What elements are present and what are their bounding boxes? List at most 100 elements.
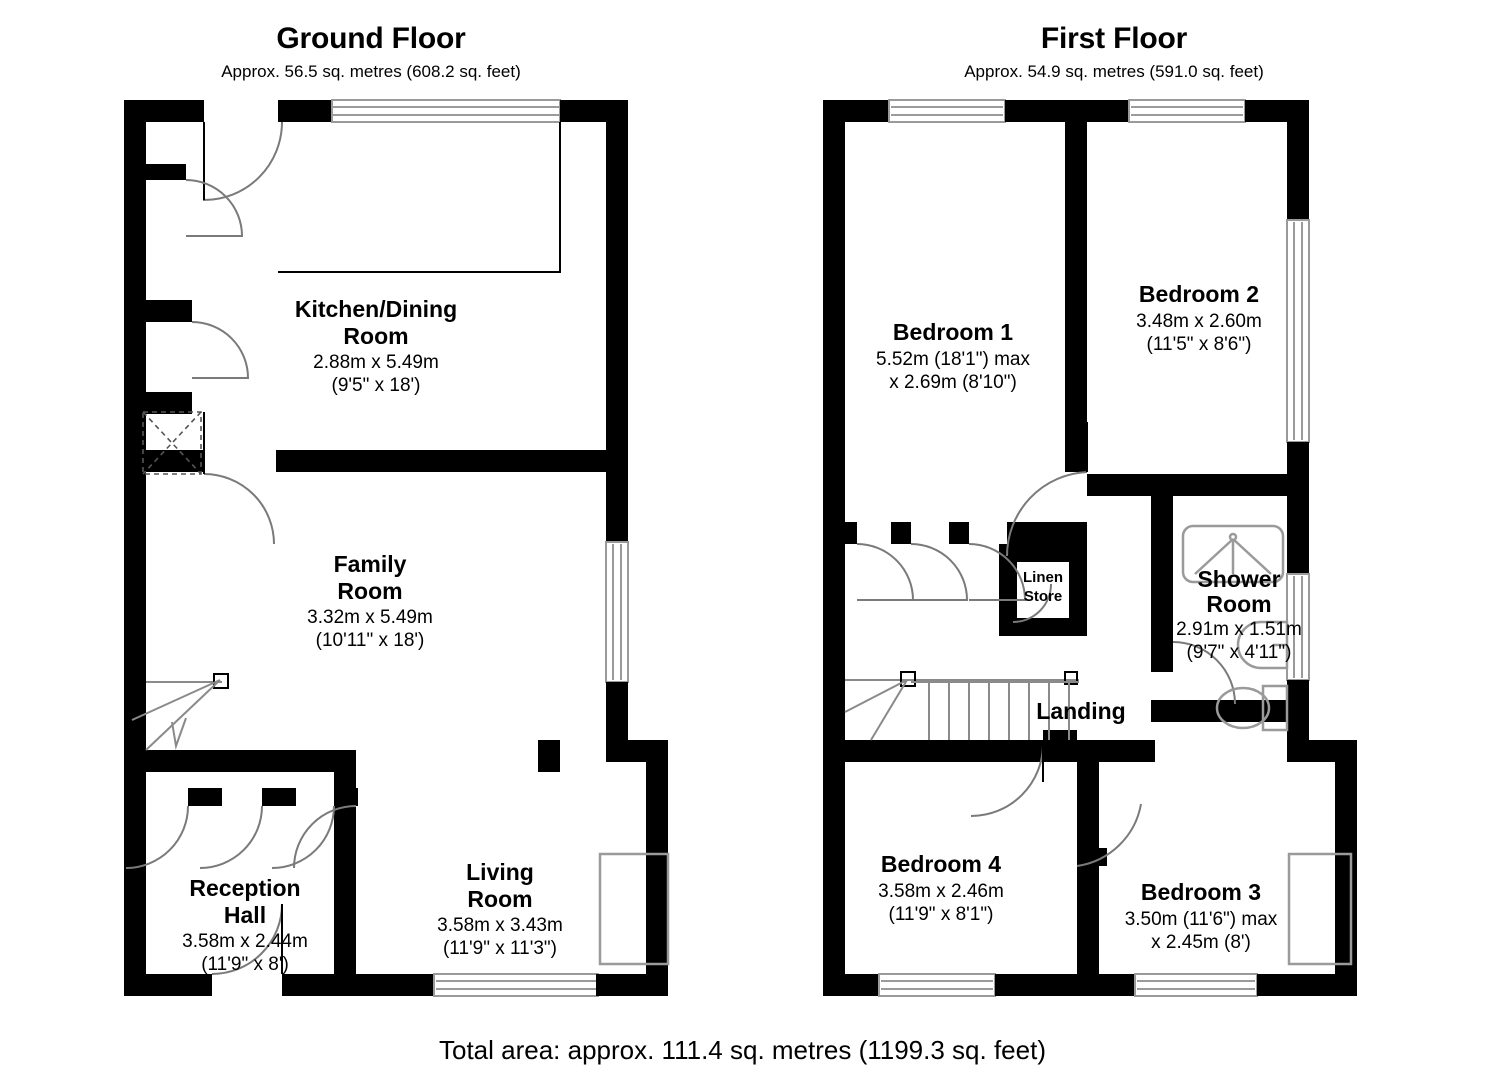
wall-bottom-left-ff [823,974,879,996]
wall-right-upper [606,100,628,462]
door-jamb-hall-1 [188,788,222,806]
wall-top-left [124,100,204,122]
room-label-bedroom-2: Bedroom 2 3.48m x 2.60m (11'5" x 8'6") [1136,281,1262,355]
window-family-right [605,541,629,683]
stair-newel-ff-right [1064,671,1078,685]
wall-living-top-stub [538,740,560,772]
first-floor-plan: Bedroom 1 5.52m (18'1") max x 2.69m (8'1… [743,82,1485,1017]
wall-linen-left [999,544,1017,636]
wall-bed1-bed2-b [1065,422,1087,472]
wall-bed1-bottom-a [823,522,857,544]
family-room-name-2: Room [337,578,402,604]
shower-room-dim-imperial: (9'7" x 4'11") [1187,642,1292,663]
kitchen-dining-name-1: Kitchen/Dining [295,296,457,322]
kitchen-dining-dim-imperial: (9'5" x 18') [332,375,421,396]
wall-bed4-bed3 [1077,740,1099,996]
wall-shower-left [1151,496,1173,642]
wall-top-left-ff [823,100,889,122]
toilet-pan [1215,686,1271,730]
first-floor-area: Approx. 54.9 sq. metres (591.0 sq. feet) [964,62,1264,81]
wall-shower-left-b [1151,642,1173,672]
chimney-recess [142,411,202,475]
wall-bottom-mid [282,974,434,996]
bedroom-4-name: Bedroom 4 [881,851,1001,877]
wall-left-outer [124,100,146,996]
wall-bed1-bottom-b [891,522,911,544]
reception-hall-name-2: Hall [224,902,266,928]
furniture-living-unit [598,852,670,966]
window-bedroom3-bottom [1134,973,1258,997]
wall-kitchen-family-right [276,450,628,472]
wall-bottom-left [124,974,212,996]
window-bedroom1-top [888,99,1006,123]
door-jamb-hall-3 [334,788,358,806]
linen-store-name-1: Linen [1023,569,1063,586]
wall-right-ff-a [1287,100,1309,220]
stair-newel [213,673,229,689]
stair-treads [928,682,1070,740]
landing-label: Landing [1036,698,1125,724]
family-room-dim-imperial: (10'11" x 18') [316,630,425,651]
ground-floor-plan: Kitchen/Dining Room 2.88m x 5.49m (9'5" … [0,82,742,1017]
ground-floor-title: Ground Floor [276,22,466,55]
wall-bottom-right-ff [1257,974,1357,996]
wall-bed2-bottom [1087,474,1309,496]
window-living-bottom [433,973,599,997]
wall-bed3-top-stub [1099,740,1155,762]
door-arc-shower [1172,641,1236,705]
family-room-dim-metric: 3.32m x 5.49m [307,607,433,628]
wall-right-living [646,740,668,996]
wall-linen-right [1069,544,1087,636]
door-jamb-bed3 [1077,848,1107,866]
door-arc-living [293,805,357,869]
bedroom-1-dim-metric: 5.52m (18'1") max [876,349,1030,370]
door-arc-kitchen-top [203,121,283,202]
door-arc-bed2 [1005,471,1088,557]
bedroom-3-dim-metric: 3.50m (11'6") max [1125,909,1278,930]
wall-bottom-right [596,974,668,996]
stair-newel-ff [900,671,916,687]
living-room-dim-metric: 3.58m x 3.43m [437,915,563,936]
window-kitchen-top [331,99,561,123]
door-arc-bed1-b [910,543,969,601]
shower-fan-2 [1194,538,1234,575]
room-label-bedroom-3: Bedroom 3 3.50m (11'6") max x 2.45m (8') [1125,879,1278,953]
room-label-bedroom-4: Bedroom 4 3.58m x 2.46m (11'9" x 8'1") [878,851,1004,925]
bedroom-1-name: Bedroom 1 [893,319,1013,345]
bedroom-2-name: Bedroom 2 [1139,281,1259,307]
door-arc-hall-3 [271,805,335,869]
room-label-living-room: Living Room 3.58m x 3.43m (11'9" x 11'3"… [437,859,563,959]
wall-right-family-b [606,682,628,742]
wall-landing-bottom-b [1151,700,1309,722]
living-room-name-1: Living [466,859,534,885]
door-arc-bed3 [1076,803,1142,867]
door-arc-kitchen-left-1 [185,179,244,237]
bedroom-4-dim-metric: 3.58m x 2.46m [878,881,1004,902]
bedroom-3-dim-imperial: x 2.45m (8') [1151,932,1251,953]
toilet-cistern [1261,684,1289,732]
stair-flight-1 [131,679,221,721]
room-label-reception-hall: Reception Hall 3.58m x 2.44m (11'9" x 8'… [182,875,308,975]
door-arc-hall-2 [199,805,263,869]
bedroom-3-name: Bedroom 3 [1141,879,1261,905]
wall-linen-bottom [999,618,1087,636]
wall-landing-bottom-a [823,740,1079,762]
stair-flight-2 [145,679,221,751]
stair-direction-arrow [171,717,187,750]
door-arc-front [211,903,283,975]
wall-stub-kitchen-1 [146,164,186,180]
wall-right-family-a [606,462,628,542]
bedroom-1-dim-imperial: x 2.69m (8'10") [889,372,1017,393]
wall-stub-kitchen-3 [146,392,192,414]
door-arc-bed1-a [856,543,915,601]
wall-top-mid [278,100,332,122]
wall-linen-top [999,544,1087,562]
kitchen-dining-name-2: Room [343,323,408,349]
ground-floor-svg: Kitchen/Dining Room 2.88m x 5.49m (9'5" … [124,99,670,997]
door-arc-linen [1012,583,1052,623]
stair-winders [844,679,908,741]
wall-right-bed3 [1335,740,1357,996]
room-label-shower-room: Shower Room 2.91m x 1.51m (9'7" x 4'11") [1176,566,1302,663]
door-arc-bed4 [970,743,1044,817]
first-floor-panel: First Floor Approx. 54.9 sq. metres (591… [743,0,1485,1035]
